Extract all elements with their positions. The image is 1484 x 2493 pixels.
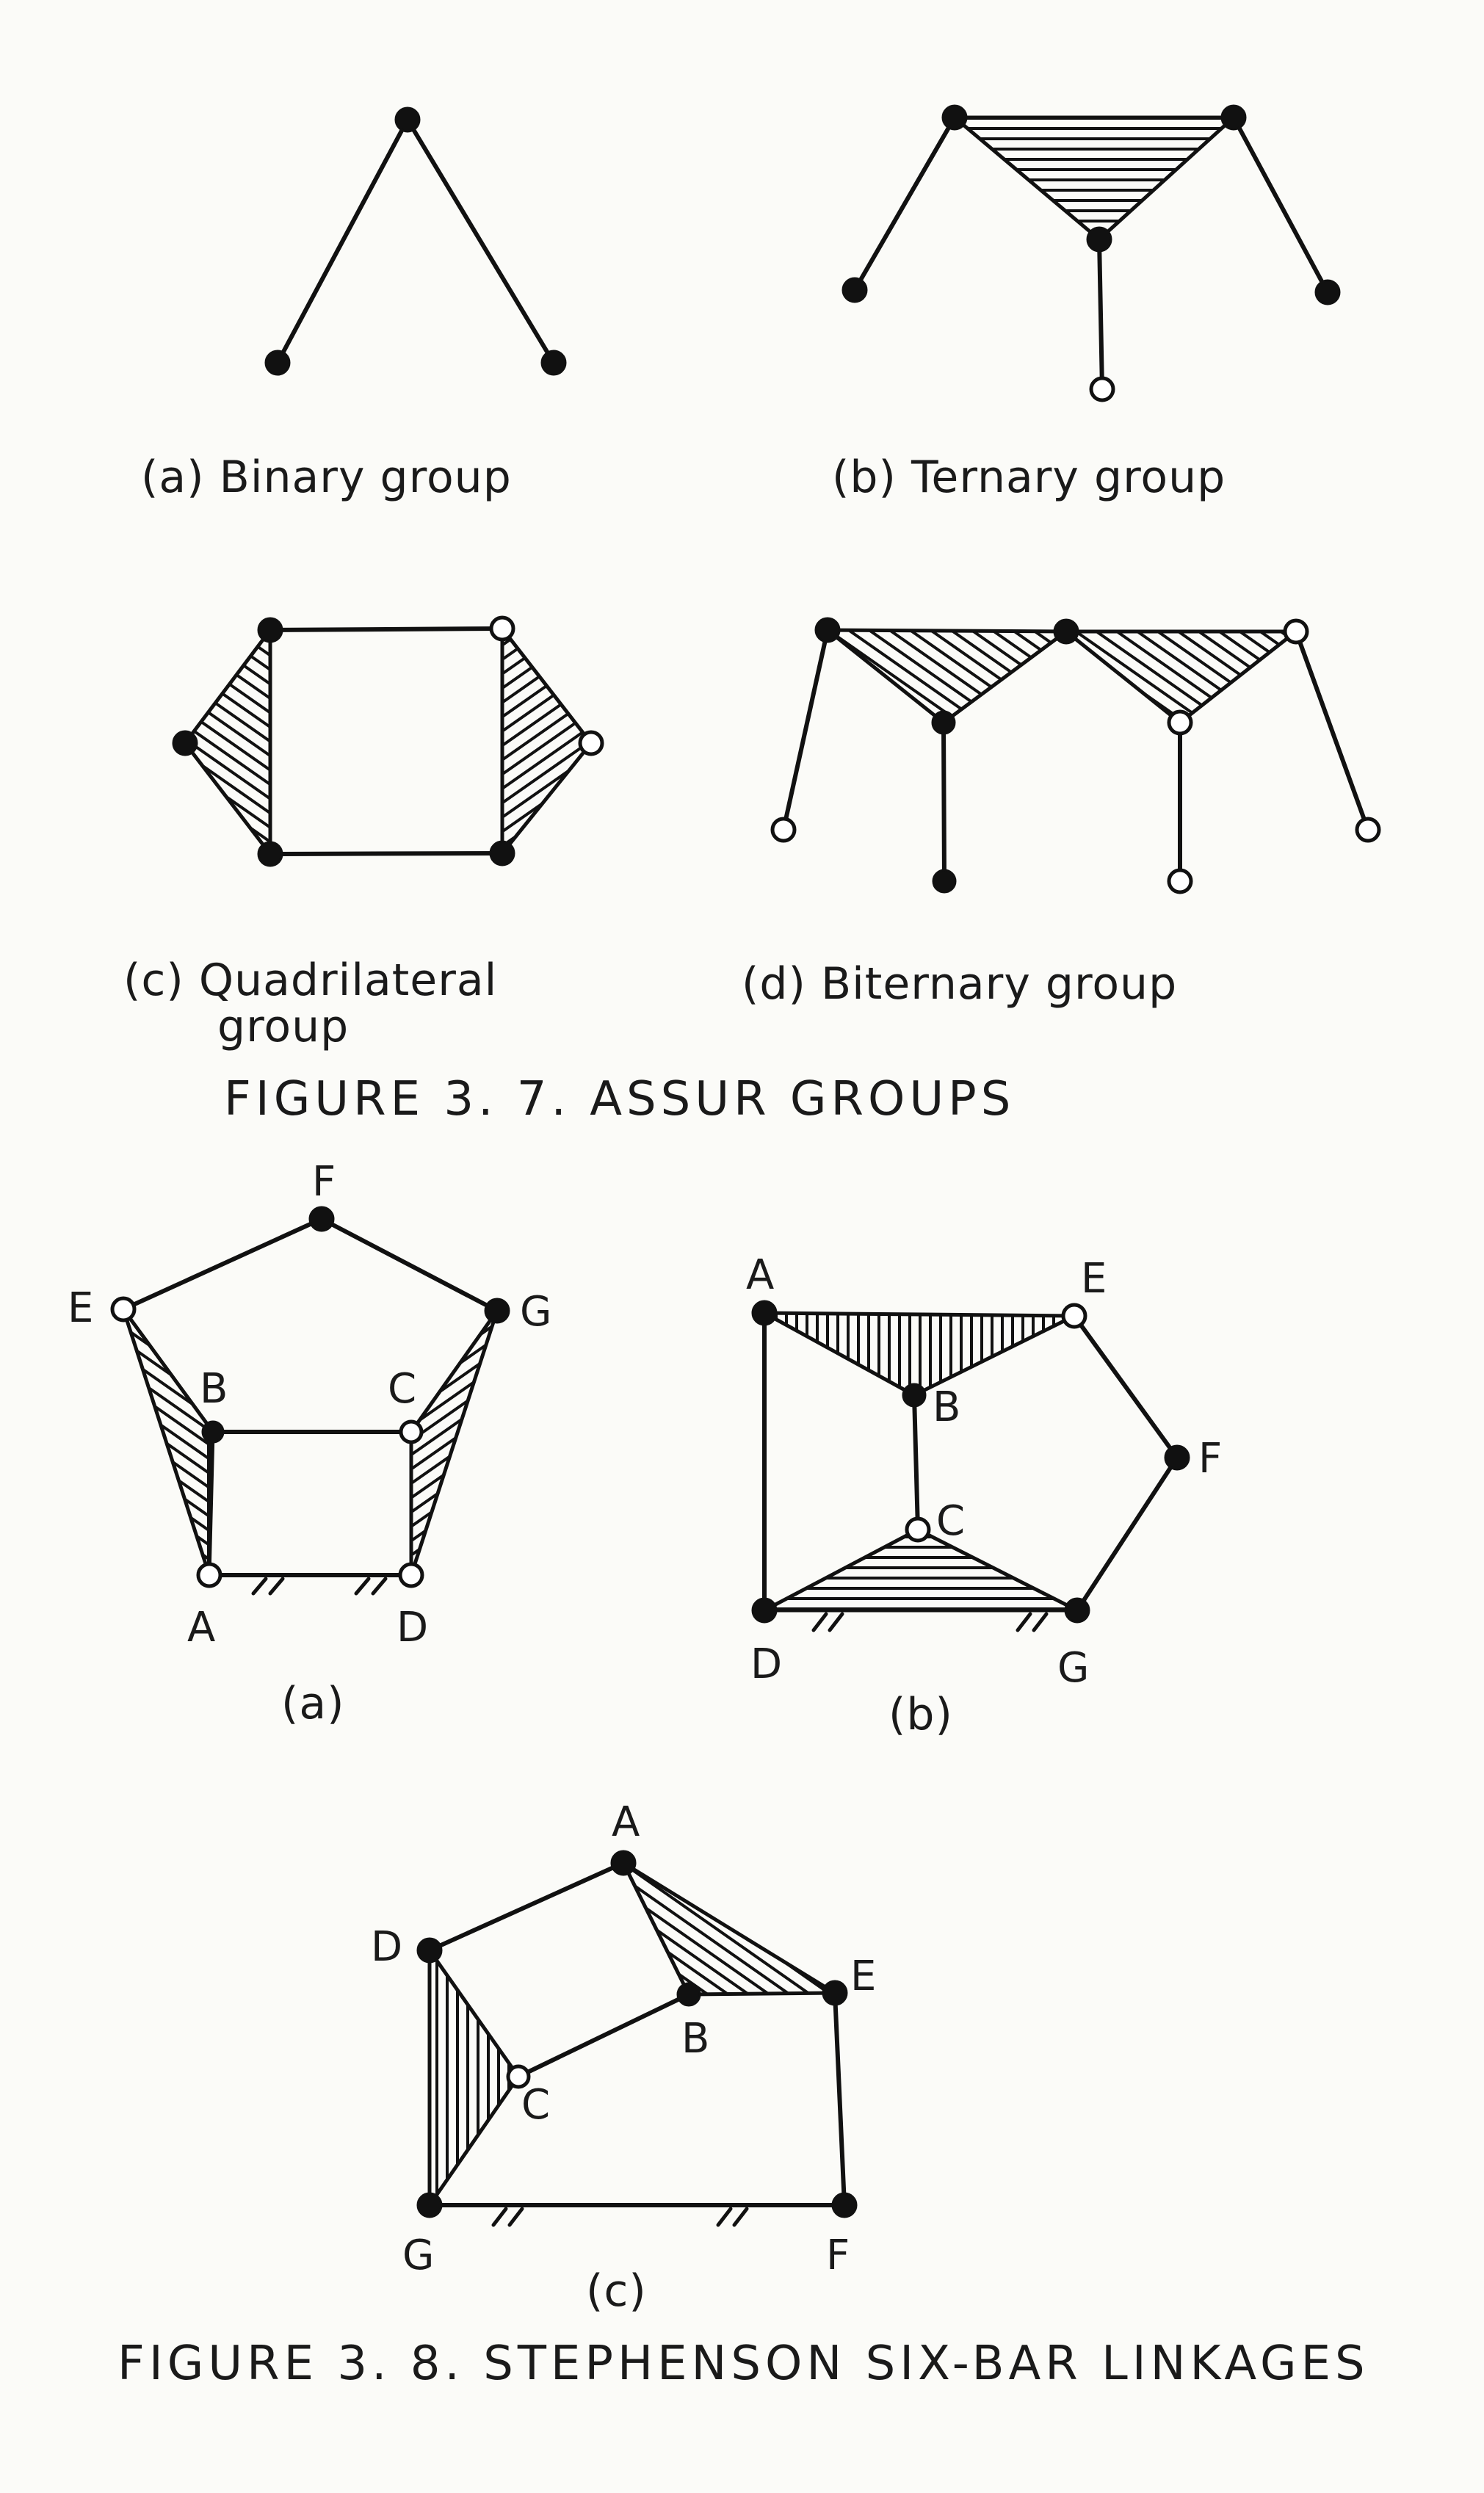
joint — [1053, 618, 1079, 645]
node-label-e: E — [1081, 1255, 1107, 1303]
joint — [610, 1850, 637, 1876]
node-label-d: D — [397, 1604, 428, 1651]
joint — [1086, 226, 1112, 253]
caption-biternary-group: (d) Biternary group — [742, 958, 1177, 1010]
node-label-c: C — [521, 2081, 550, 2129]
joint — [196, 1562, 222, 1588]
joint — [264, 350, 291, 376]
joint — [484, 1298, 510, 1324]
joint — [1089, 376, 1115, 402]
joint — [822, 1980, 848, 2006]
node-label-d: D — [750, 1640, 782, 1688]
node-label-f: F — [312, 1158, 336, 1206]
node-label-g: G — [402, 2232, 434, 2279]
node-label-a: A — [612, 1798, 640, 1846]
joint — [905, 1516, 931, 1543]
node-label-f: F — [1198, 1435, 1222, 1483]
joint — [578, 730, 604, 756]
joint — [941, 104, 968, 131]
joint — [1314, 279, 1341, 305]
joint — [1061, 1303, 1087, 1329]
joint — [814, 617, 841, 643]
node-label-e: E — [850, 1953, 876, 2000]
caption-linkage-c: (c) — [586, 2265, 647, 2317]
node-label-b: B — [681, 2015, 709, 2063]
joint — [399, 1419, 424, 1444]
joint — [308, 1206, 335, 1232]
stephenson-linkage-b — [751, 1300, 1190, 1632]
joint — [394, 106, 421, 133]
node-label-g: G — [520, 1288, 551, 1336]
caption-binary-group: (a) Binary group — [141, 452, 512, 503]
node-label-f: F — [826, 2232, 850, 2279]
joint — [1167, 709, 1193, 736]
joint — [751, 1597, 778, 1624]
joint — [831, 2192, 858, 2218]
node-label-b: B — [933, 1383, 960, 1431]
joint — [257, 617, 283, 643]
joint — [1164, 1444, 1190, 1471]
caption-linkage-b: (b) — [888, 1689, 953, 1740]
caption-quadrilateral-group: (c) Quadrilateral — [123, 955, 497, 1006]
node-label-b: B — [200, 1365, 228, 1413]
joint — [932, 869, 957, 894]
joint — [416, 2192, 443, 2218]
joint — [902, 1383, 927, 1408]
joint — [1167, 868, 1193, 894]
joint — [931, 710, 956, 735]
joint — [1355, 817, 1381, 843]
node-label-e: E — [68, 1284, 93, 1332]
quadrilateral-group-diagram — [172, 615, 604, 867]
caption-ternary-group: (b) Ternary group — [832, 452, 1226, 503]
binary-group-diagram — [264, 106, 567, 376]
joint — [201, 1420, 225, 1444]
figure-3-8-title: FIGURE 3. 8. STEPHENSON SIX-BAR LINKAGES — [117, 2337, 1369, 2391]
joint — [489, 840, 515, 866]
node-label-a: A — [187, 1604, 215, 1651]
ternary-group-diagram — [841, 104, 1341, 402]
joint — [506, 2064, 531, 2089]
joint — [751, 1300, 778, 1326]
joint — [841, 277, 868, 303]
joint — [398, 1562, 424, 1588]
node-label-a: A — [746, 1251, 774, 1299]
node-label-c: C — [936, 1497, 965, 1545]
joint — [489, 615, 515, 642]
joint — [540, 350, 567, 376]
figure-3-7-title: FIGURE 3. 7. ASSUR GROUPS — [224, 1072, 1015, 1126]
node-label-d: D — [371, 1923, 402, 1971]
joint — [416, 1937, 443, 1964]
stephenson-linkage-c — [416, 1850, 858, 2227]
joint — [110, 1296, 137, 1323]
node-label-c: C — [388, 1365, 416, 1413]
joint — [257, 841, 283, 867]
joint — [172, 730, 198, 756]
joint — [1220, 104, 1247, 131]
biternary-group-diagram — [770, 617, 1381, 894]
caption-quadrilateral-group-line2: group — [217, 1001, 349, 1052]
joint — [1283, 618, 1309, 645]
node-label-g: G — [1057, 1644, 1089, 1692]
caption-linkage-a: (a) — [281, 1678, 345, 1729]
joint — [1064, 1597, 1090, 1624]
joint — [676, 1982, 701, 2007]
joint — [770, 817, 797, 843]
stephenson-linkage-a — [110, 1206, 510, 1596]
